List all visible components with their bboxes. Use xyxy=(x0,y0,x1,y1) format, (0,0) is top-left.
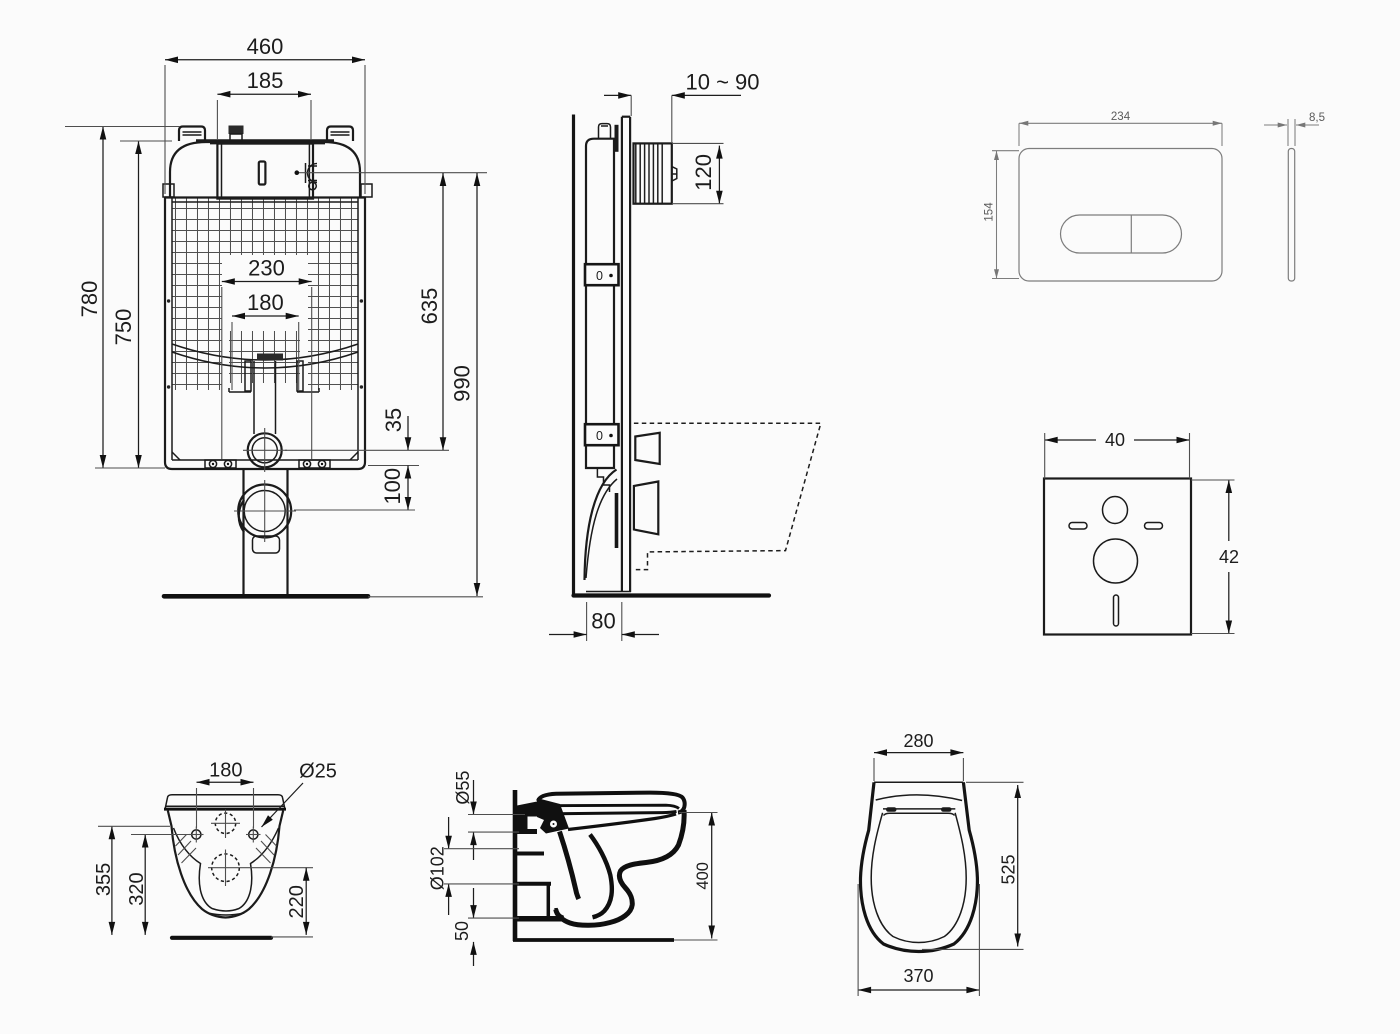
svg-text:635: 635 xyxy=(417,288,442,325)
svg-text:180: 180 xyxy=(247,290,284,315)
svg-text:35: 35 xyxy=(381,408,406,432)
svg-text:234: 234 xyxy=(1111,111,1131,123)
svg-text:220: 220 xyxy=(286,885,308,918)
svg-text:780: 780 xyxy=(77,281,102,318)
svg-text:990: 990 xyxy=(450,365,475,402)
svg-text:Ø102: Ø102 xyxy=(428,846,448,890)
svg-text:280: 280 xyxy=(903,731,933,751)
svg-text:0: 0 xyxy=(596,429,603,443)
svg-text:750: 750 xyxy=(111,309,136,346)
svg-text:185: 185 xyxy=(247,68,284,93)
svg-text:400: 400 xyxy=(694,862,712,890)
svg-text:525: 525 xyxy=(999,854,1019,884)
svg-text:Ø25: Ø25 xyxy=(299,760,337,782)
svg-text:50: 50 xyxy=(452,921,472,941)
svg-text:8,5: 8,5 xyxy=(1309,112,1325,124)
svg-text:370: 370 xyxy=(903,966,933,986)
svg-text:Ø55: Ø55 xyxy=(453,771,473,805)
svg-text:80: 80 xyxy=(591,609,615,634)
svg-text:180: 180 xyxy=(209,760,242,782)
svg-text:120: 120 xyxy=(691,154,716,191)
svg-text:40: 40 xyxy=(1105,430,1125,450)
svg-text:230: 230 xyxy=(248,256,285,281)
svg-text:10 ~ 90: 10 ~ 90 xyxy=(685,69,759,94)
svg-text:320: 320 xyxy=(126,872,148,905)
svg-text:42: 42 xyxy=(1219,547,1239,567)
svg-text:0: 0 xyxy=(596,269,603,283)
svg-text:100: 100 xyxy=(380,468,405,505)
svg-text:154: 154 xyxy=(984,202,996,222)
svg-text:460: 460 xyxy=(247,34,284,59)
